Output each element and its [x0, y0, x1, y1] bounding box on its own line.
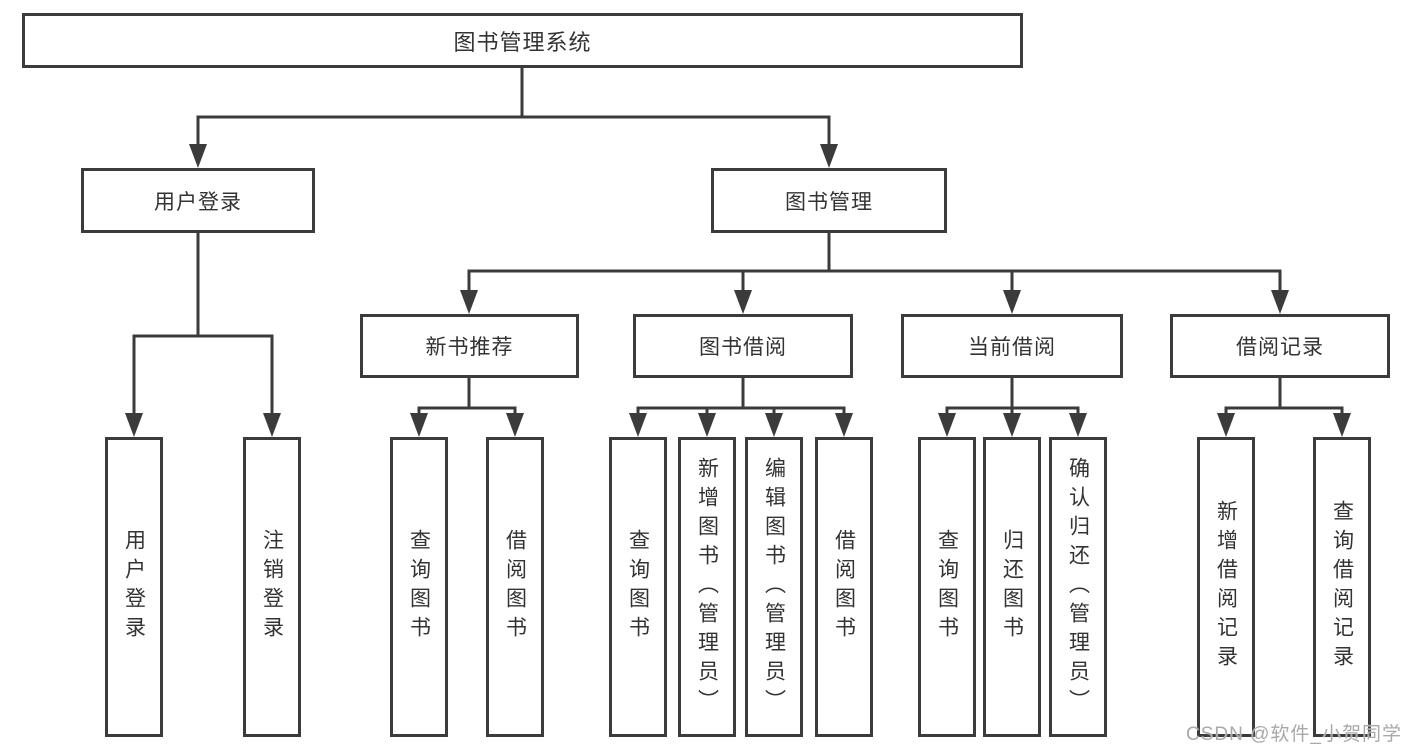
node-leaf-edit-book-admin: 编辑图书（管理员）	[745, 437, 803, 737]
node-leaf-add-borrow-record-label: 新增借阅记录	[1214, 500, 1238, 674]
node-leaf-query-borrow-record-label: 查询借阅记录	[1330, 500, 1354, 674]
node-current-borrowing: 当前借阅	[901, 314, 1123, 378]
node-leaf-add-book-admin-label: 新增图书（管理员）	[695, 456, 719, 718]
node-leaf-borrow-book-1-label: 借阅图书	[503, 529, 527, 645]
node-book-borrowing: 图书借阅	[633, 314, 853, 378]
node-borrowing-records: 借阅记录	[1170, 314, 1390, 378]
node-leaf-return-book-label: 归还图书	[1000, 529, 1024, 645]
connector-root-to-level2	[189, 68, 838, 168]
connector-user-login-children	[125, 233, 281, 437]
node-leaf-return-book: 归还图书	[983, 437, 1041, 737]
node-leaf-logout: 注销登录	[243, 437, 301, 737]
connector-book-borrow-children	[629, 378, 853, 437]
node-leaf-logout-label: 注销登录	[260, 529, 284, 645]
node-leaf-confirm-return-admin: 确认归还（管理员）	[1049, 437, 1107, 737]
node-leaf-query-book-2: 查询图书	[609, 437, 667, 737]
connector-current-borrow-children	[938, 378, 1087, 437]
node-leaf-query-book-2-label: 查询图书	[626, 529, 650, 645]
node-leaf-user-login-label: 用户登录	[122, 529, 146, 645]
node-leaf-edit-book-admin-label: 编辑图书（管理员）	[762, 456, 786, 718]
node-leaf-borrow-book-2: 借阅图书	[815, 437, 873, 737]
node-leaf-add-borrow-record: 新增借阅记录	[1197, 437, 1255, 737]
csdn-watermark: CSDN @软件_小贺同学	[1186, 724, 1402, 745]
node-user-login: 用户登录	[81, 168, 315, 233]
node-new-book-recommend: 新书推荐	[360, 314, 579, 378]
node-leaf-user-login: 用户登录	[105, 437, 163, 737]
node-leaf-query-borrow-record: 查询借阅记录	[1313, 437, 1371, 737]
node-leaf-confirm-return-admin-label: 确认归还（管理员）	[1066, 456, 1090, 718]
node-leaf-query-book-3: 查询图书	[918, 437, 976, 737]
node-library-system: 图书管理系统	[22, 13, 1023, 68]
node-leaf-add-book-admin: 新增图书（管理员）	[678, 437, 736, 737]
node-leaf-query-book-3-label: 查询图书	[935, 529, 959, 645]
node-leaf-borrow-book-1: 借阅图书	[486, 437, 544, 737]
connector-borrow-records-children	[1217, 378, 1351, 437]
node-leaf-borrow-book-2-label: 借阅图书	[832, 529, 856, 645]
node-book-management: 图书管理	[711, 168, 947, 233]
connector-book-mgmt-children	[460, 233, 1289, 314]
node-leaf-query-book-1-label: 查询图书	[407, 529, 431, 645]
node-leaf-query-book-1: 查询图书	[390, 437, 448, 737]
connector-new-book-rec-children	[410, 378, 524, 437]
